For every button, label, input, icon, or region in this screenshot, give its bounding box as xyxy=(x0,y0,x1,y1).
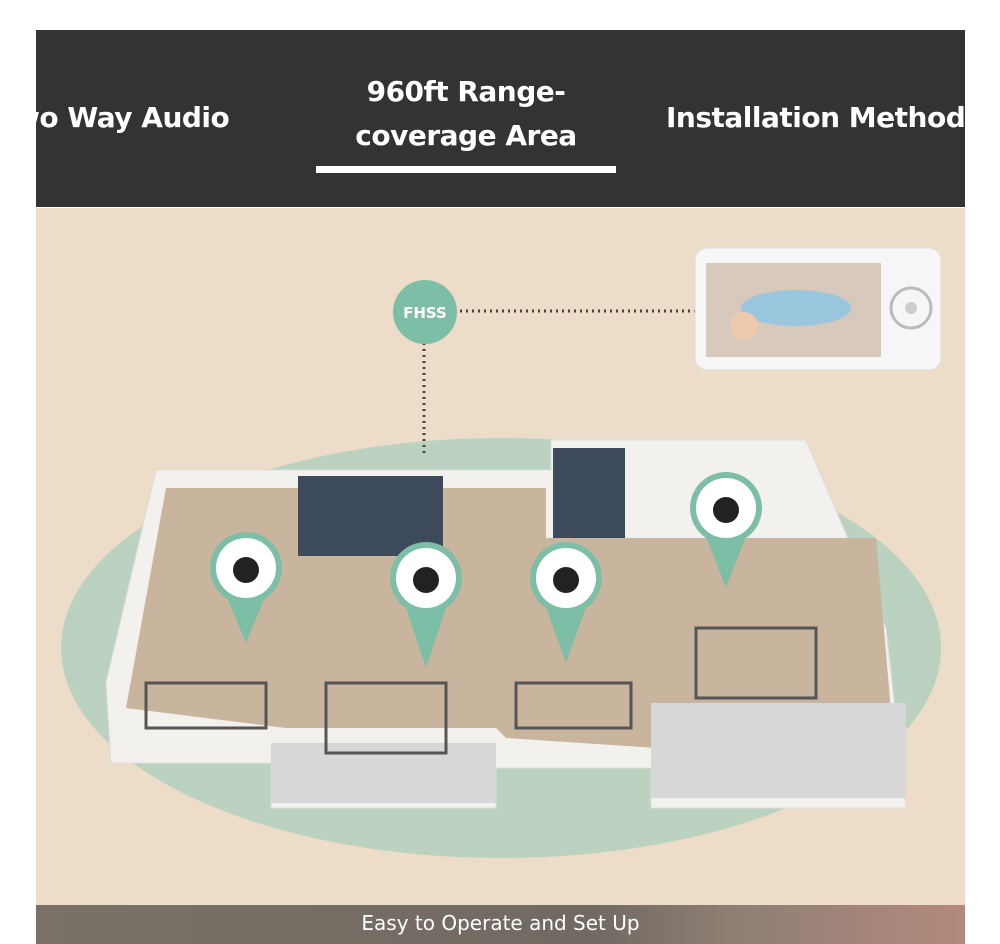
baby-monitor-device xyxy=(694,247,942,371)
section-title: Easy to Operate and Set Up xyxy=(361,911,640,935)
camera-pin-4 xyxy=(690,472,762,588)
floor-plan xyxy=(105,439,907,809)
feature-tab-bar: wo Way Audio 960ft Range- coverage Area … xyxy=(36,30,965,207)
fhss-label: FHSS xyxy=(403,304,447,322)
camera-pin-2 xyxy=(390,542,462,668)
fhss-badge: FHSS xyxy=(393,280,457,344)
tab-two-way-audio[interactable]: wo Way Audio xyxy=(36,101,230,134)
camera-pin-3 xyxy=(530,542,602,663)
active-tab-indicator xyxy=(316,166,616,173)
camera-pin-1 xyxy=(210,532,282,643)
tab-label-line1: 960ft Range- xyxy=(366,75,566,108)
coverage-illustration: FHSS xyxy=(36,208,965,905)
tab-installation-method[interactable]: Installation Method xyxy=(666,101,965,134)
sleeping-baby xyxy=(741,290,851,326)
tab-label-line2: coverage Area xyxy=(355,119,577,152)
tab-range-coverage-area[interactable]: 960ft Range- coverage Area xyxy=(316,70,616,158)
next-section-banner: Easy to Operate and Set Up xyxy=(36,905,965,944)
